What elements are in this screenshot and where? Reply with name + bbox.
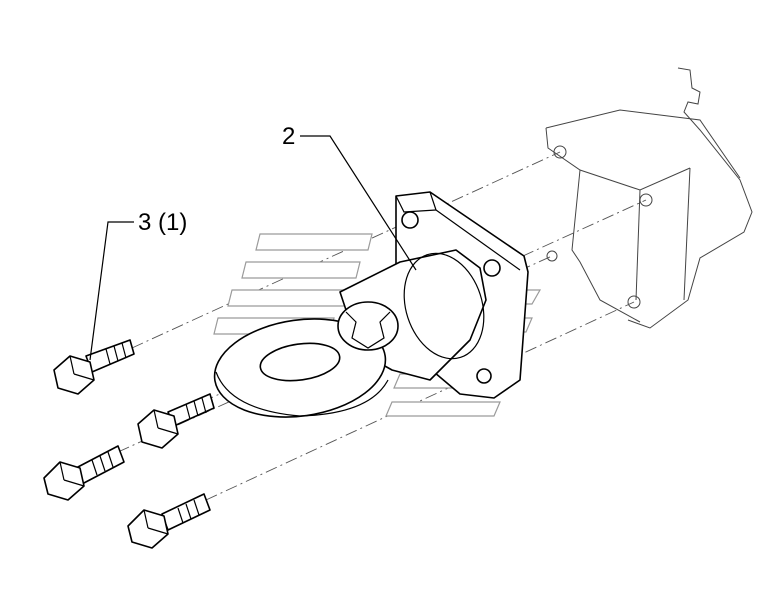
leader-lines <box>89 135 417 361</box>
towing-eye-part <box>213 191 529 418</box>
leader-part-2 <box>300 135 417 271</box>
callout-part-2: 2 <box>282 123 295 150</box>
bolt-4 <box>127 493 211 549</box>
bolt-1 <box>53 339 135 395</box>
bolt-3 <box>43 445 125 501</box>
callout-part-3: 3 (1) <box>138 209 187 236</box>
bolt-2 <box>137 393 215 449</box>
leader-part-3 <box>89 221 134 361</box>
mounting-frame <box>545 67 753 329</box>
